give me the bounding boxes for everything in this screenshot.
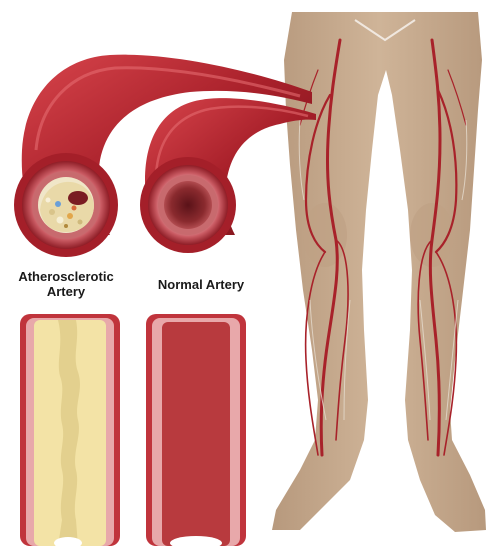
atherosclerotic-artery-label: Atherosclerotic Artery xyxy=(6,269,126,299)
atherosclerotic-label-line1: Atherosclerotic xyxy=(6,269,126,284)
atherosclerotic-longitudinal-icon xyxy=(20,314,120,546)
athero-blood-channel xyxy=(68,191,88,205)
atherosclerotic-cross-section-icon xyxy=(14,153,118,257)
left-knee-shading xyxy=(303,203,347,267)
atherosclerotic-label-line2: Artery xyxy=(6,284,126,299)
normal-longitudinal-icon xyxy=(146,314,246,546)
normal-cross-section-icon xyxy=(140,157,236,253)
normal-long-lumen xyxy=(162,322,230,546)
normal-lumen xyxy=(164,181,212,229)
normal-artery-label: Normal Artery xyxy=(146,277,256,292)
